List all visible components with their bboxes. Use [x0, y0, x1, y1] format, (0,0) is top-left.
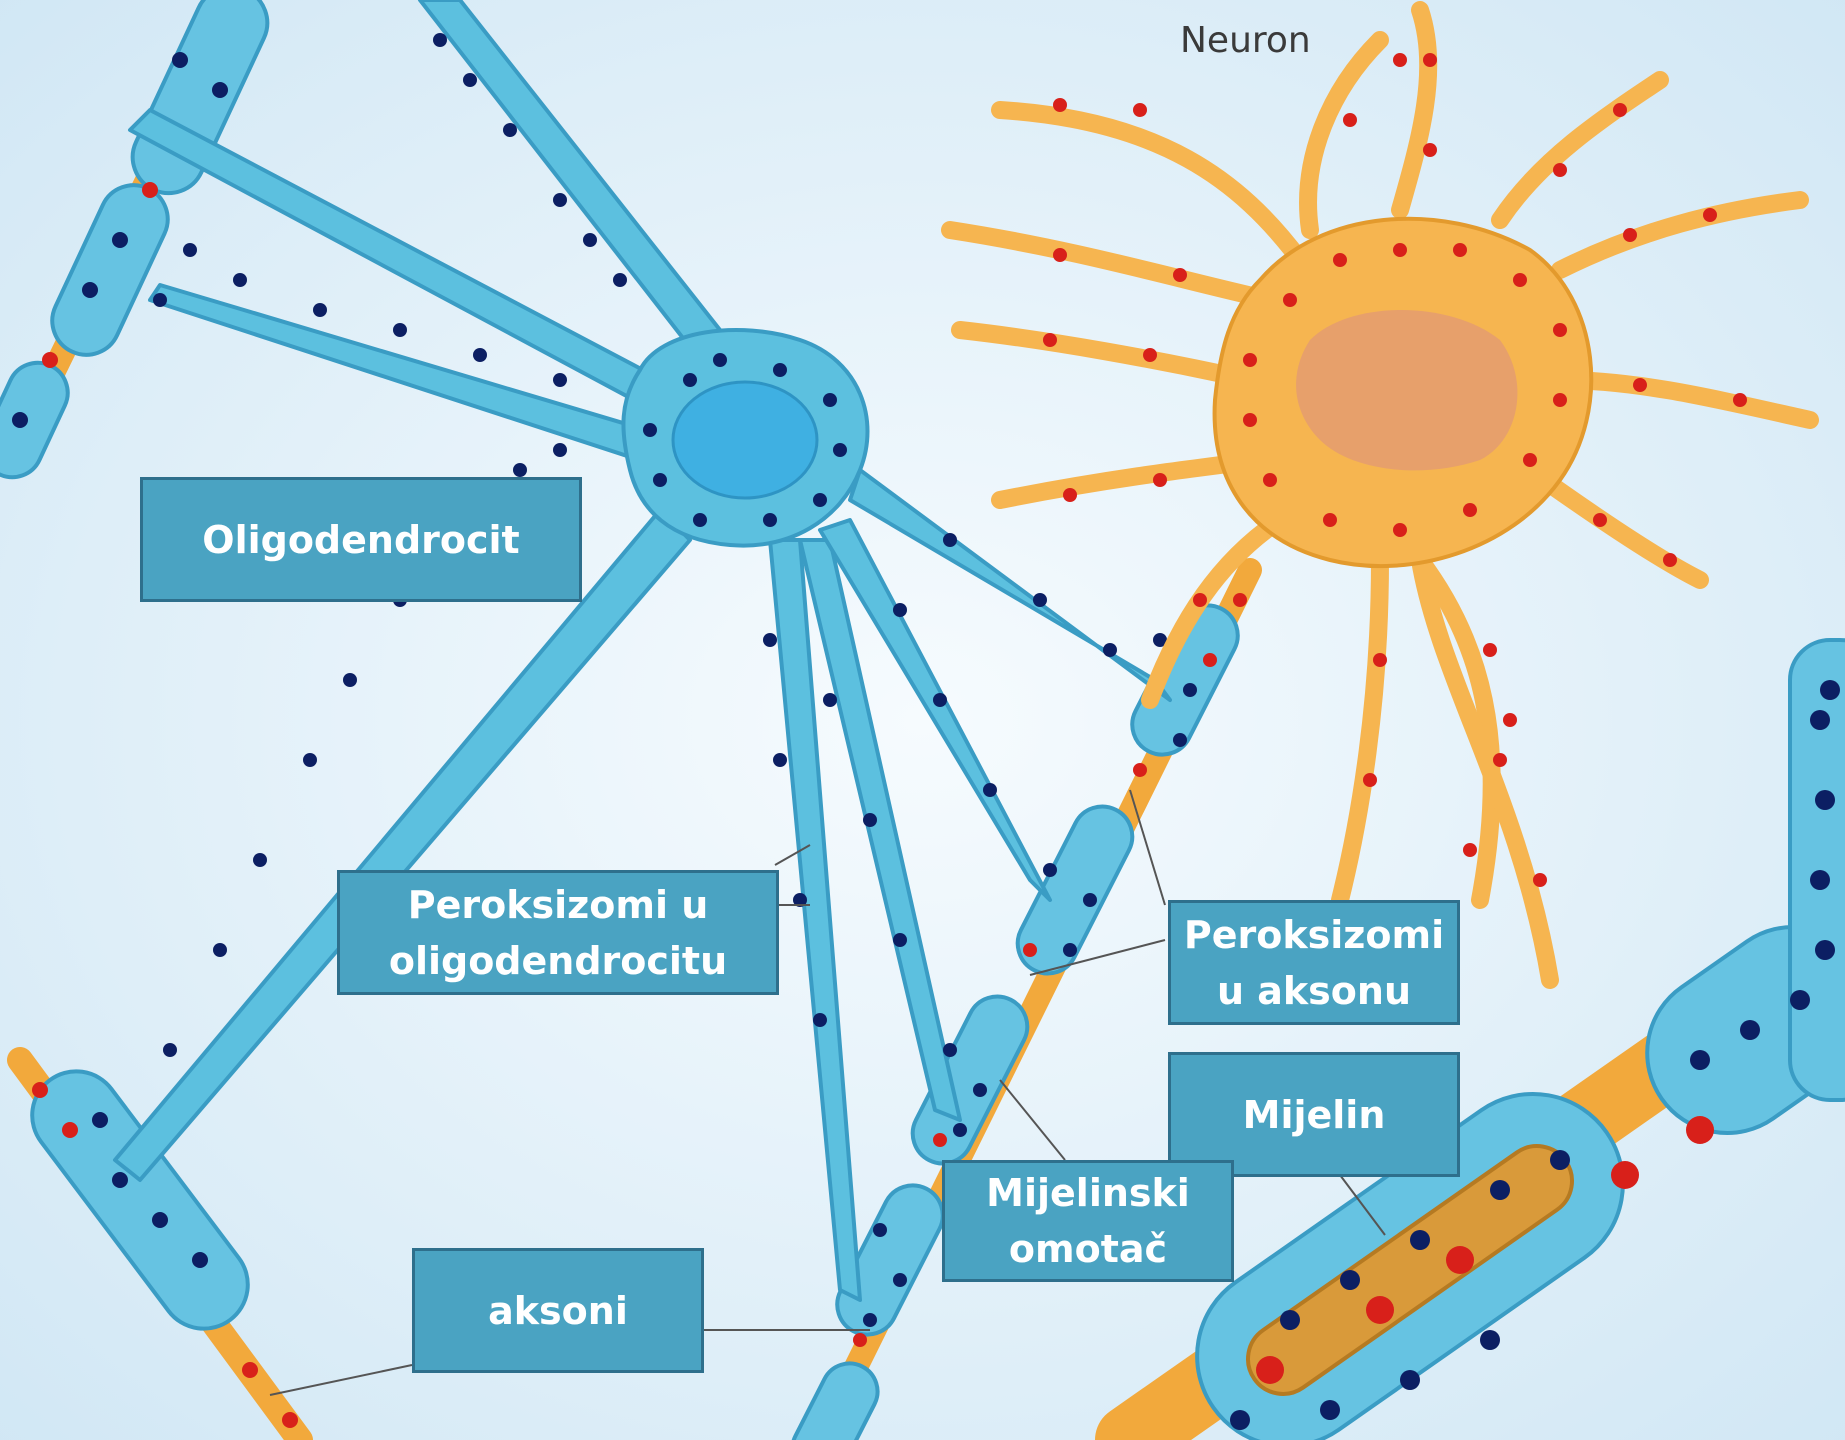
- label-aksoni: aksoni: [412, 1248, 704, 1373]
- label-peroksizomi-akson-line2: u aksonu: [1217, 963, 1411, 1019]
- oligodendrocyte-nucleus: [673, 382, 817, 498]
- label-peroksizomi-akson-line1: Peroksizomi: [1184, 907, 1444, 963]
- neuron-title: Neuron: [1180, 20, 1311, 61]
- label-peroksizomi-oligo-line1: Peroksizomi u: [408, 877, 709, 933]
- label-mijelinski-line1: Mijelinski: [986, 1165, 1190, 1221]
- label-aksoni-text: aksoni: [488, 1283, 628, 1339]
- label-oligodendrocit: Oligodendrocit: [140, 477, 582, 602]
- label-peroksizomi-oligo-line2: oligodendrocitu: [389, 933, 727, 989]
- label-oligodendrocit-text: Oligodendrocit: [202, 512, 519, 568]
- label-peroksizomi-oligodendrocit: Peroksizomi u oligodendrocitu: [337, 870, 779, 995]
- label-mijelinski-line2: omotač: [1009, 1221, 1167, 1277]
- neuron-nucleus: [1296, 310, 1517, 470]
- label-mijelinski-omotac: Mijelinski omotač: [942, 1160, 1234, 1282]
- label-peroksizomi-akson: Peroksizomi u aksonu: [1168, 900, 1460, 1025]
- label-mijelin: Mijelin: [1168, 1052, 1460, 1177]
- label-mijelin-text: Mijelin: [1243, 1087, 1386, 1143]
